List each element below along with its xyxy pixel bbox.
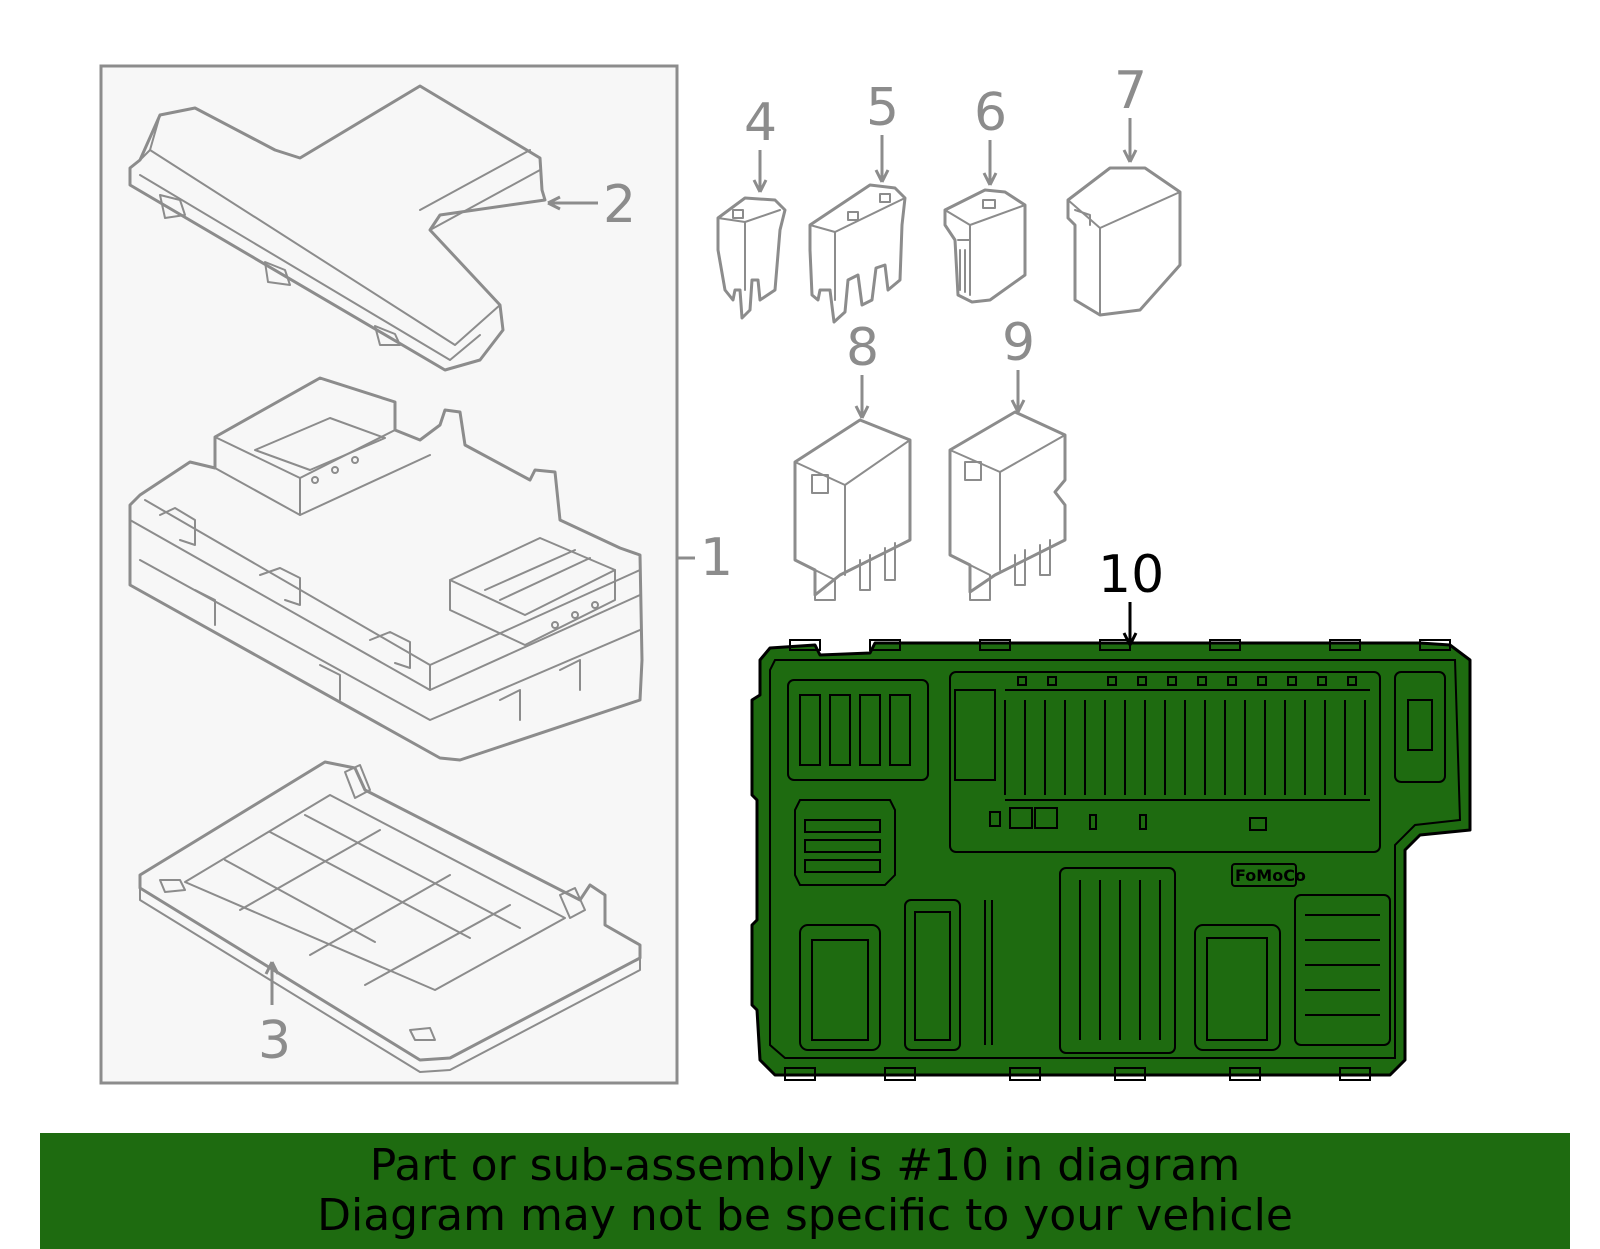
part-2-cover[interactable]	[128, 84, 547, 372]
part-9-relay[interactable]	[948, 410, 1067, 601]
part-5-ato-fuse[interactable]	[808, 183, 907, 324]
part-7-jcase-fuse-large[interactable]	[1066, 166, 1182, 317]
callout-2: 2	[603, 175, 636, 235]
module-bottom-clips	[784, 1067, 1371, 1081]
module-bottom-connectors	[799, 867, 1391, 1054]
callout-6: 6	[974, 83, 1007, 143]
info-banner: Part or sub-assembly is #10 in diagram D…	[40, 1133, 1570, 1249]
callout-4: 4	[744, 93, 777, 153]
module-top-clips	[789, 639, 1451, 651]
callout-labels: 1 2 3 4 5 6 7 8 9 10	[258, 61, 1164, 1071]
module-relay-block	[787, 679, 929, 781]
callout-10: 10	[1098, 545, 1164, 605]
callout-1: 1	[700, 528, 733, 588]
banner-line-2: Diagram may not be specific to your vehi…	[317, 1190, 1293, 1241]
part-6-jcase-fuse[interactable]	[943, 188, 1027, 304]
callout-9: 9	[1002, 313, 1035, 373]
part-10-control-module[interactable]: FoMoCo	[750, 639, 1472, 1081]
banner-line-1: Part or sub-assembly is #10 in diagram	[369, 1140, 1241, 1191]
part-3-lower-tray[interactable]	[138, 760, 642, 1073]
module-left-connector-upper	[794, 799, 896, 886]
assembly-group-box	[99, 64, 679, 1085]
callout-7: 7	[1114, 61, 1147, 121]
module-right-connector	[1394, 671, 1446, 783]
part-4-mini-fuse[interactable]	[716, 196, 787, 320]
callout-arrows	[264, 118, 1138, 1005]
callout-3: 3	[258, 1011, 291, 1071]
module-fuse-block	[949, 671, 1381, 853]
part-8-relay[interactable]	[793, 418, 912, 601]
callout-5: 5	[866, 78, 899, 138]
part-1-fuse-box[interactable]	[128, 376, 644, 762]
fomoco-logo-text: FoMoCo	[1235, 866, 1306, 885]
callout-8: 8	[846, 318, 879, 378]
fomoco-logo-badge	[1231, 863, 1297, 887]
